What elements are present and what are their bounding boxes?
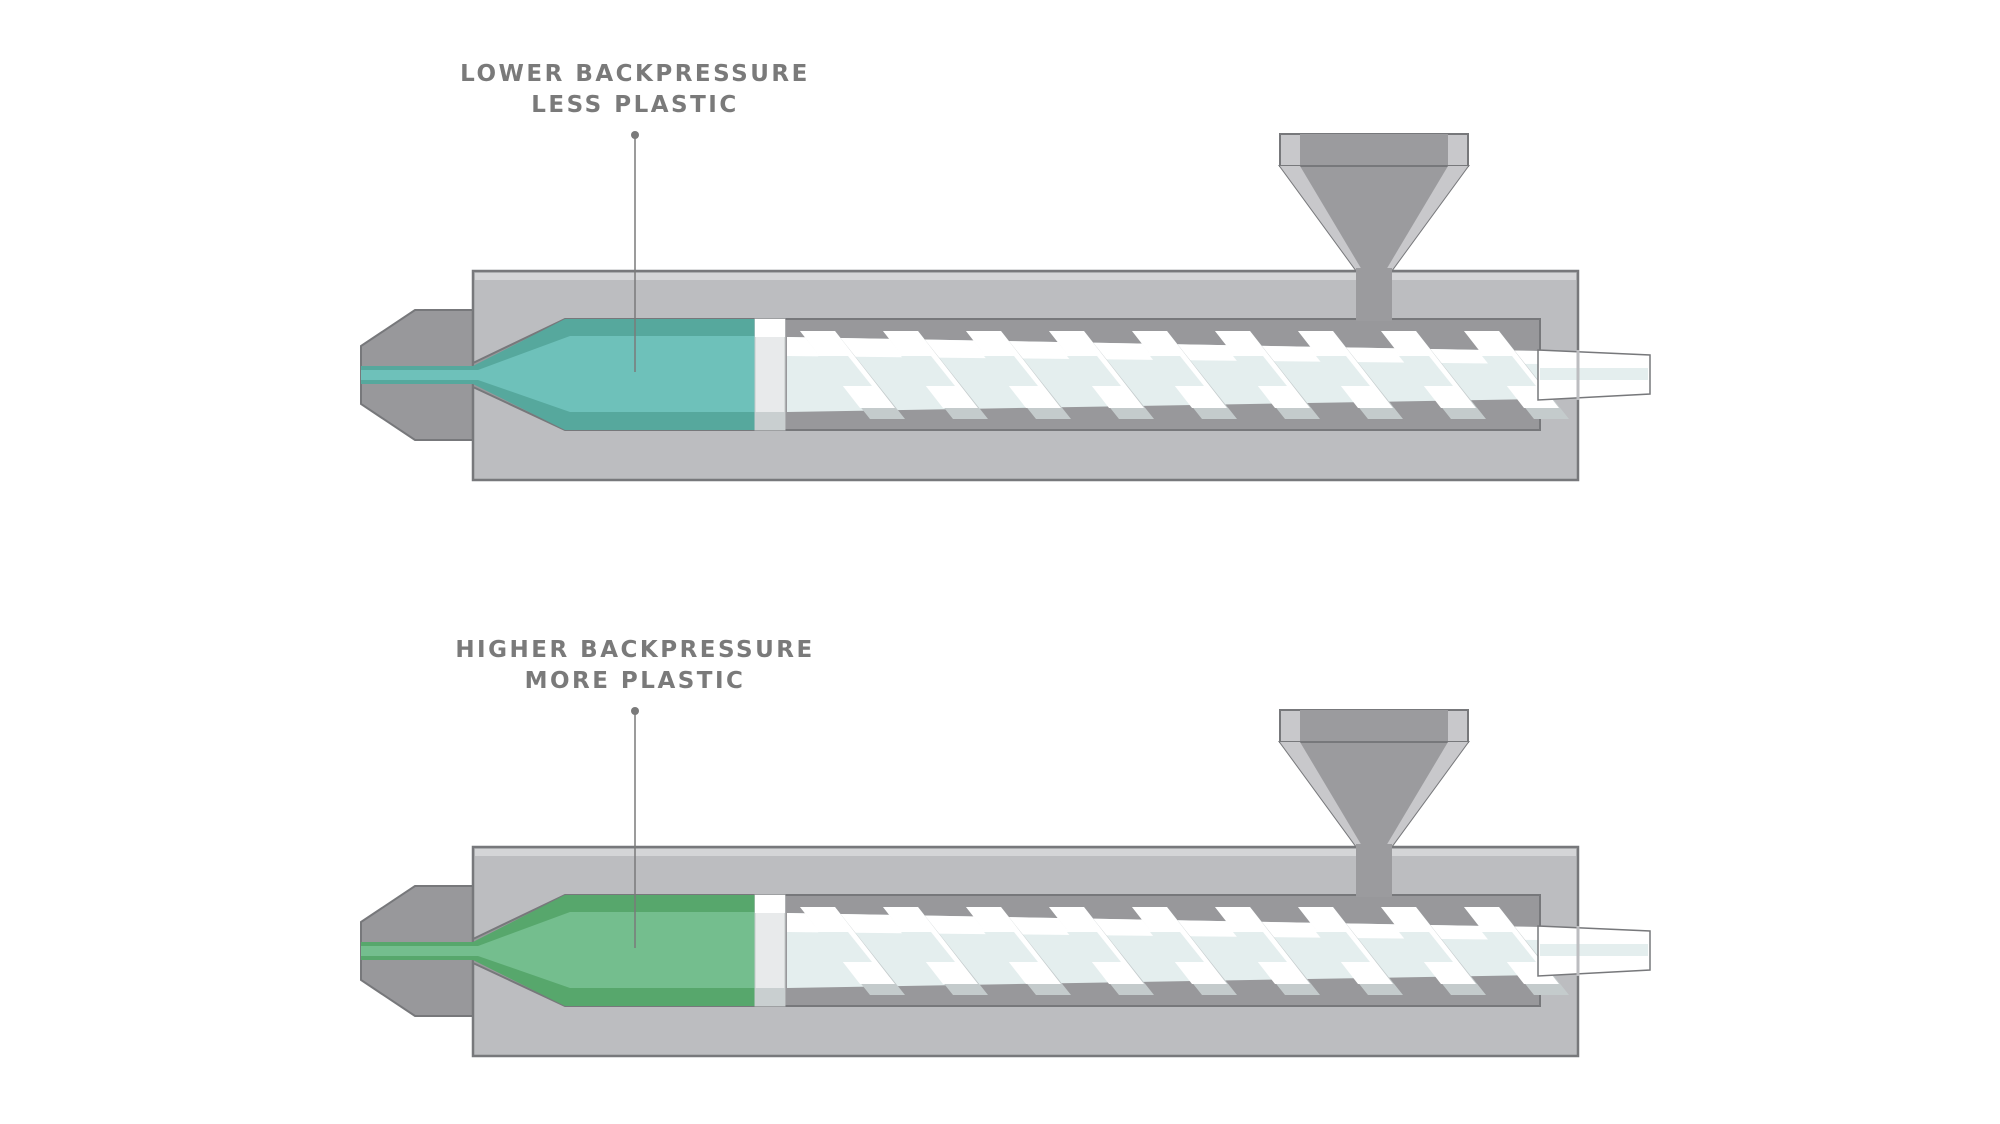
hopper [1278, 133, 1470, 323]
screw-flight-band [984, 356, 1038, 386]
check-ring [754, 894, 786, 1007]
barrel-highlight [475, 849, 1576, 856]
screw-flight-band [1233, 932, 1287, 962]
panel-lower-backpressure: LOWER BACKPRESSURE LESS PLASTIC [360, 61, 1651, 482]
screw-flight-band [1067, 356, 1121, 386]
panel-label: HIGHER BACKPRESSURE MORE PLASTIC [455, 637, 814, 694]
hopper-funnel-highlight [1280, 166, 1362, 270]
check-ring-highlight [755, 319, 785, 337]
check-ring-shadow [755, 988, 785, 1006]
screw-flight-band [1316, 932, 1370, 962]
screw-flight-band [1399, 356, 1453, 386]
screw-flight-band [901, 932, 955, 962]
plastic-shot-inner [361, 336, 755, 412]
injection-unit [360, 707, 1651, 1058]
melted-plastic-shot [361, 895, 755, 1006]
injection-unit [360, 131, 1651, 482]
hopper-rim-inner [1300, 710, 1448, 742]
screw-flight-band [984, 932, 1038, 962]
check-ring-shadow [755, 412, 785, 430]
screw-tail-band [1540, 944, 1648, 956]
label-line-1: HIGHER BACKPRESSURE [455, 637, 814, 663]
screw [787, 331, 1651, 419]
check-ring [754, 318, 786, 431]
hopper-rim-inner [1300, 134, 1448, 166]
hopper-funnel-highlight [1280, 742, 1362, 846]
screw-flight-band [1067, 932, 1121, 962]
screw-tail-band [1540, 368, 1648, 380]
melted-plastic-shot [361, 319, 755, 430]
panel-higher-backpressure: HIGHER BACKPRESSURE MORE PLASTIC [360, 637, 1651, 1058]
screw-flight-band [818, 932, 872, 962]
screw [787, 907, 1651, 995]
feed-throat [1356, 268, 1392, 321]
hopper [1278, 709, 1470, 899]
screw-flight-band [1482, 932, 1536, 962]
screw-flight-band [901, 356, 955, 386]
screw-flight-band [1399, 932, 1453, 962]
screw-flight-band [1150, 932, 1204, 962]
screw-flight-band [1482, 356, 1536, 386]
label-line-1: LOWER BACKPRESSURE [460, 61, 810, 87]
hopper-funnel-highlight [1386, 742, 1468, 846]
screw-flight-band [1233, 356, 1287, 386]
feed-throat [1356, 844, 1392, 897]
barrel-highlight [475, 273, 1576, 280]
label-line-2: LESS PLASTIC [531, 92, 738, 118]
label-line-2: MORE PLASTIC [525, 668, 746, 694]
screw-flight-band [818, 356, 872, 386]
screw-flight-band [1316, 356, 1370, 386]
check-ring-highlight [755, 895, 785, 913]
screw-flight-band [1150, 356, 1204, 386]
panel-label: LOWER BACKPRESSURE LESS PLASTIC [460, 61, 810, 118]
plastic-shot-inner [361, 912, 755, 988]
hopper-funnel-highlight [1386, 166, 1468, 270]
